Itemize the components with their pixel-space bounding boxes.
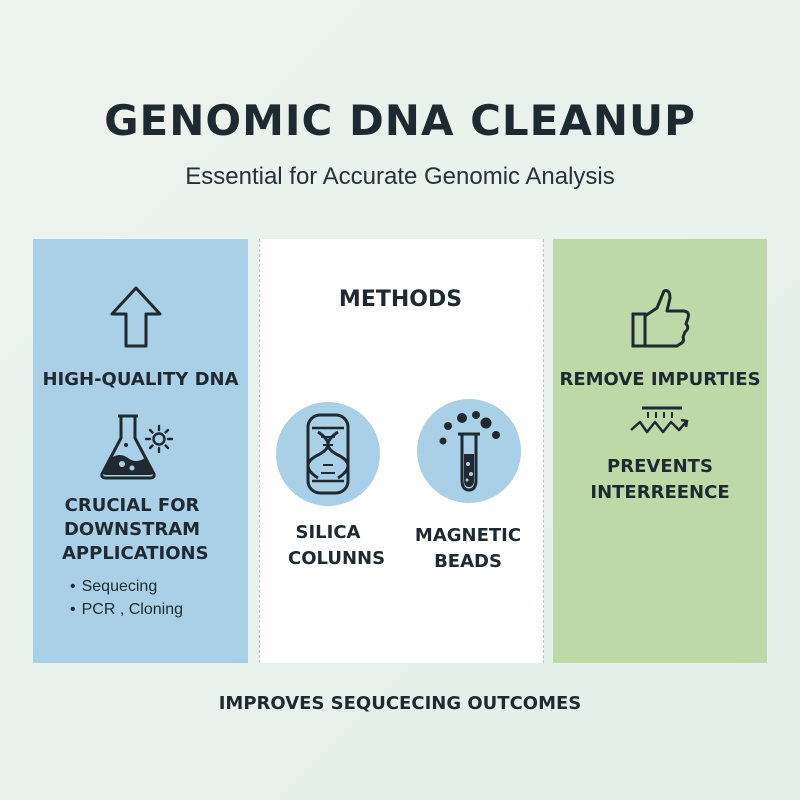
page-title: GENOMIC DNA CLEANUP — [104, 96, 696, 145]
prevents-interference-text: PREVENTS INTERREENCE — [590, 456, 730, 503]
remove-impurities-heading: REMOVE IMPURTIES — [559, 369, 761, 390]
high-quality-dna-heading: HIGH-QUALITY DNA — [42, 369, 239, 390]
bullet-sequencing: Sequecing — [81, 578, 158, 595]
thumbs-up-icon — [631, 289, 690, 348]
test-tube-beads-icon — [417, 399, 521, 503]
method-magnetic-beads-label: MAGNETIC BEADS — [414, 525, 522, 572]
up-arrow-icon — [110, 286, 162, 348]
bullet-pcr-cloning: PCR , Cloning — [81, 601, 183, 618]
applications-list: Sequecing PCR , Cloning — [70, 575, 183, 621]
footer-text: IMPROVES SEQUCECING OUTCOMES — [218, 693, 582, 714]
sun-spark-icon — [144, 424, 174, 454]
downstream-applications-text: CRUCIAL FOR DOWNSTRAM APPLICATIONS — [62, 495, 209, 564]
methods-heading: METHODS — [338, 287, 463, 312]
page-subtitle: Essential for Accurate Genomic Analysis — [185, 163, 615, 190]
dna-column-icon — [276, 402, 380, 506]
flask-icon — [100, 414, 156, 480]
list-item: PCR , Cloning — [70, 598, 183, 621]
list-item: Sequecing — [70, 575, 183, 598]
method-silica-columns-label: SILICA COLUNNS — [288, 522, 386, 569]
right-panel — [553, 239, 767, 663]
filter-zigzag-icon — [630, 406, 689, 434]
